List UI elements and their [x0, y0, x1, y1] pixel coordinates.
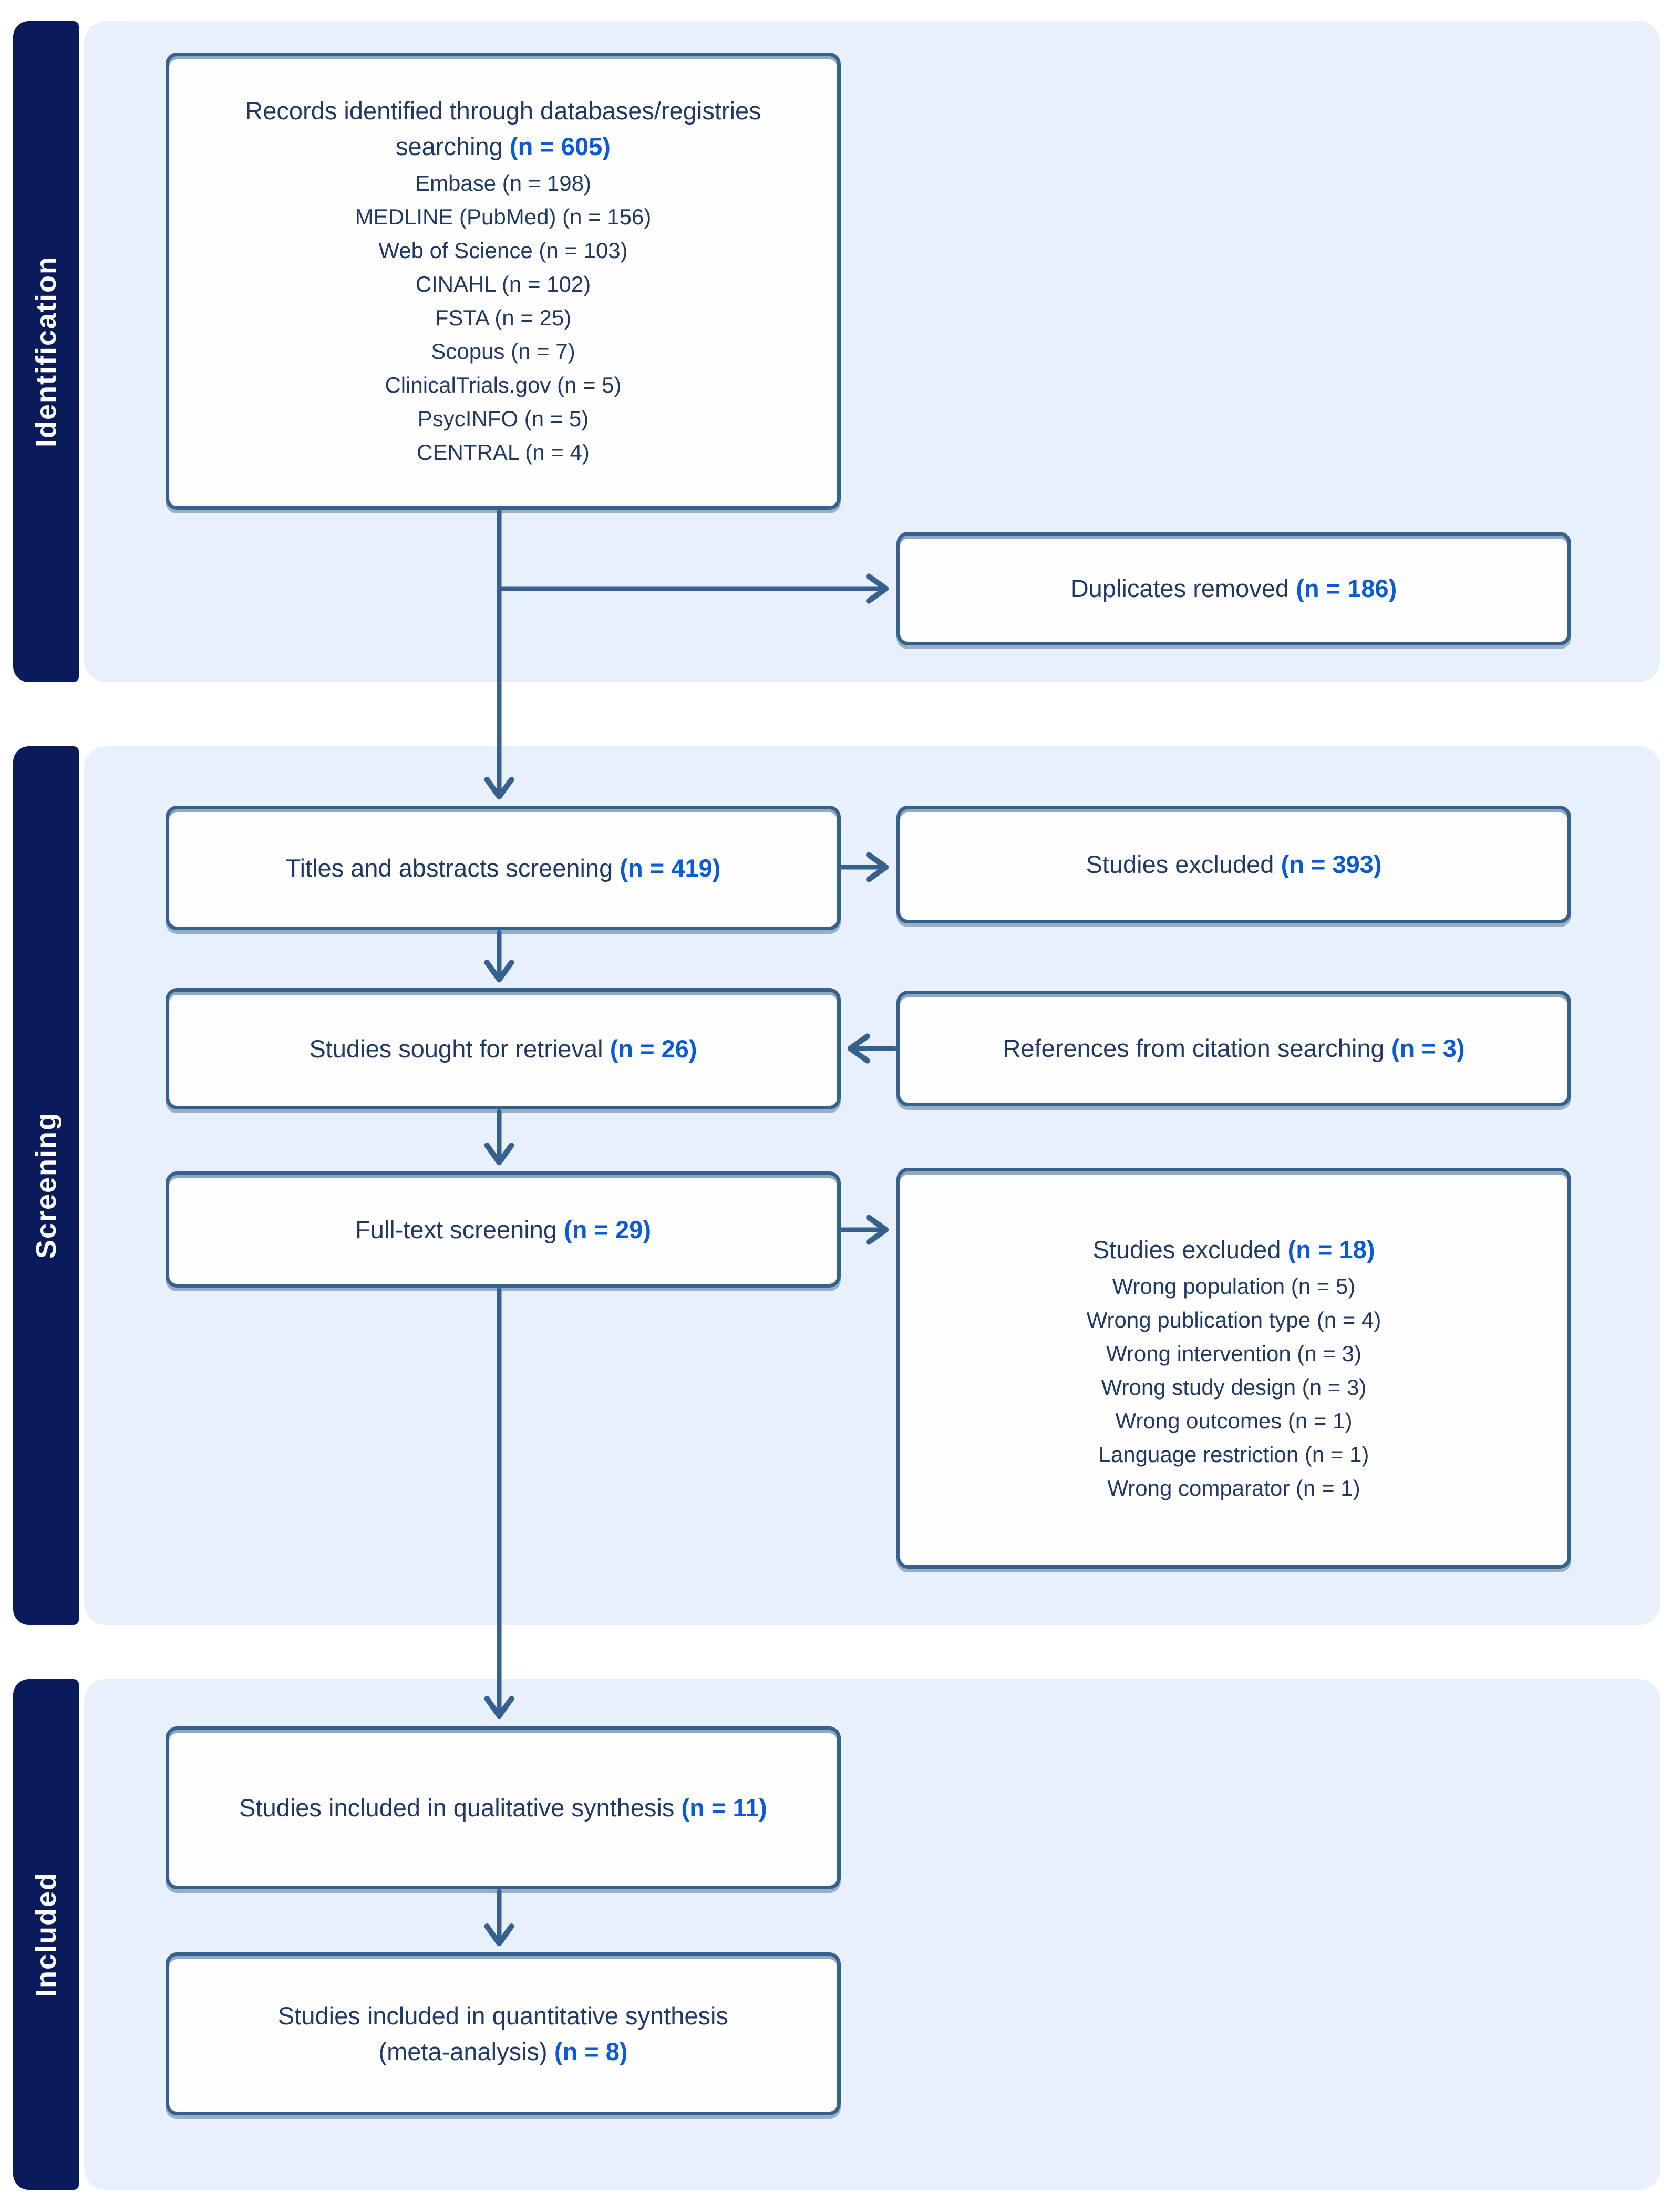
sub-line: MEDLINE (PubMed) (n = 156) [355, 204, 652, 229]
quantitative-count: (n = 8) [554, 2038, 628, 2065]
duplicates-removed-text: Duplicates removed(n = 186) [1070, 574, 1397, 602]
fulltext-screening-box: Full-text screening(n = 29) [166, 1171, 841, 1288]
excluded-screening-count: (n = 393) [1281, 850, 1382, 878]
studies-excluded-screening-text: Studies excluded(n = 393) [1086, 850, 1382, 878]
quantitative-synthesis-box: Studies included in quantitative synthes… [166, 1952, 841, 2115]
sub-line: Wrong comparator (n = 1) [1107, 1475, 1360, 1500]
sub-line: PsycINFO (n = 5) [417, 406, 589, 431]
sub-line: Scopus (n = 7) [431, 339, 575, 364]
sub-line: Wrong publication type (n = 4) [1086, 1307, 1381, 1332]
sub-line: ClinicalTrials.gov (n = 5) [385, 373, 622, 397]
sub-line: CINAHL (n = 102) [415, 272, 591, 296]
sub-line: Wrong intervention (n = 3) [1106, 1341, 1361, 1366]
sub-line: Wrong outcomes (n = 1) [1115, 1408, 1353, 1433]
qualitative-synthesis-box: Studies included in qualitative synthesi… [166, 1726, 841, 1889]
exclusion-reason-list: Wrong population (n = 5) Wrong publicatio… [1087, 1270, 1381, 1505]
titles-abstracts-screening-box: Titles and abstracts screening(n = 419) [166, 806, 841, 930]
titles-screening-count: (n = 419) [620, 853, 721, 882]
qualitative-count: (n = 11) [681, 1794, 767, 1822]
sub-line: Web of Science (n = 103) [378, 238, 628, 263]
studies-sought-retrieval-text: Studies sought for retrieval(n = 26) [309, 1034, 697, 1063]
references-citation-text: References from citation searching(n = 3… [1003, 1034, 1465, 1062]
identification-ribbon: Identification [13, 21, 79, 682]
studies-excluded-fulltext-text: Studies excluded(n = 18) [1092, 1235, 1375, 1263]
excluded-fulltext-count: (n = 18) [1287, 1235, 1375, 1263]
sub-line: FSTA (n = 25) [435, 305, 572, 330]
records-title-line2: searching(n = 605) [396, 132, 611, 160]
duplicates-count: (n = 186) [1296, 574, 1397, 602]
records-count: (n = 605) [509, 132, 611, 160]
studies-excluded-fulltext-box: Studies excluded(n = 18) Wrong populatio… [896, 1168, 1571, 1569]
sub-line: CENTRAL (n = 4) [417, 440, 590, 465]
screening-label: Screening [30, 1112, 62, 1259]
studies-sought-retrieval-box: Studies sought for retrieval(n = 26) [166, 988, 841, 1109]
titles-abstracts-screening-text: Titles and abstracts screening(n = 419) [285, 853, 721, 882]
included-label: Included [30, 1871, 62, 1997]
sub-line: Embase (n = 198) [415, 171, 591, 196]
records-source-list: Embase (n = 198) MEDLINE (PubMed) (n = 15… [355, 167, 652, 469]
sub-line: Language restriction (n = 1) [1098, 1442, 1369, 1467]
references-count: (n = 3) [1391, 1034, 1465, 1062]
quantitative-synthesis-text-line2: (meta-analysis)(n = 8) [378, 2038, 628, 2065]
identification-label: Identification [30, 256, 62, 447]
fulltext-count: (n = 29) [564, 1215, 651, 1243]
included-ribbon: Included [13, 1679, 79, 2190]
screening-ribbon: Screening [13, 746, 79, 1625]
references-citation-box: References from citation searching(n = 3… [896, 991, 1571, 1106]
records-title-line1: Records identified through databases/reg… [245, 97, 761, 125]
sub-line: Wrong population (n = 5) [1112, 1273, 1356, 1299]
qualitative-synthesis-text: Studies included in qualitative synthesi… [239, 1794, 767, 1822]
fulltext-screening-text: Full-text screening(n = 29) [355, 1215, 651, 1243]
studies-excluded-screening-box: Studies excluded(n = 393) [896, 806, 1571, 923]
quantitative-synthesis-text-line1: Studies included in quantitative synthes… [278, 2002, 728, 2030]
records-box: Records identified through databases/reg… [166, 53, 841, 510]
sought-count: (n = 26) [610, 1034, 697, 1063]
duplicates-removed-box: Duplicates removed(n = 186) [896, 532, 1571, 645]
sub-line: Wrong study design (n = 3) [1101, 1374, 1367, 1400]
